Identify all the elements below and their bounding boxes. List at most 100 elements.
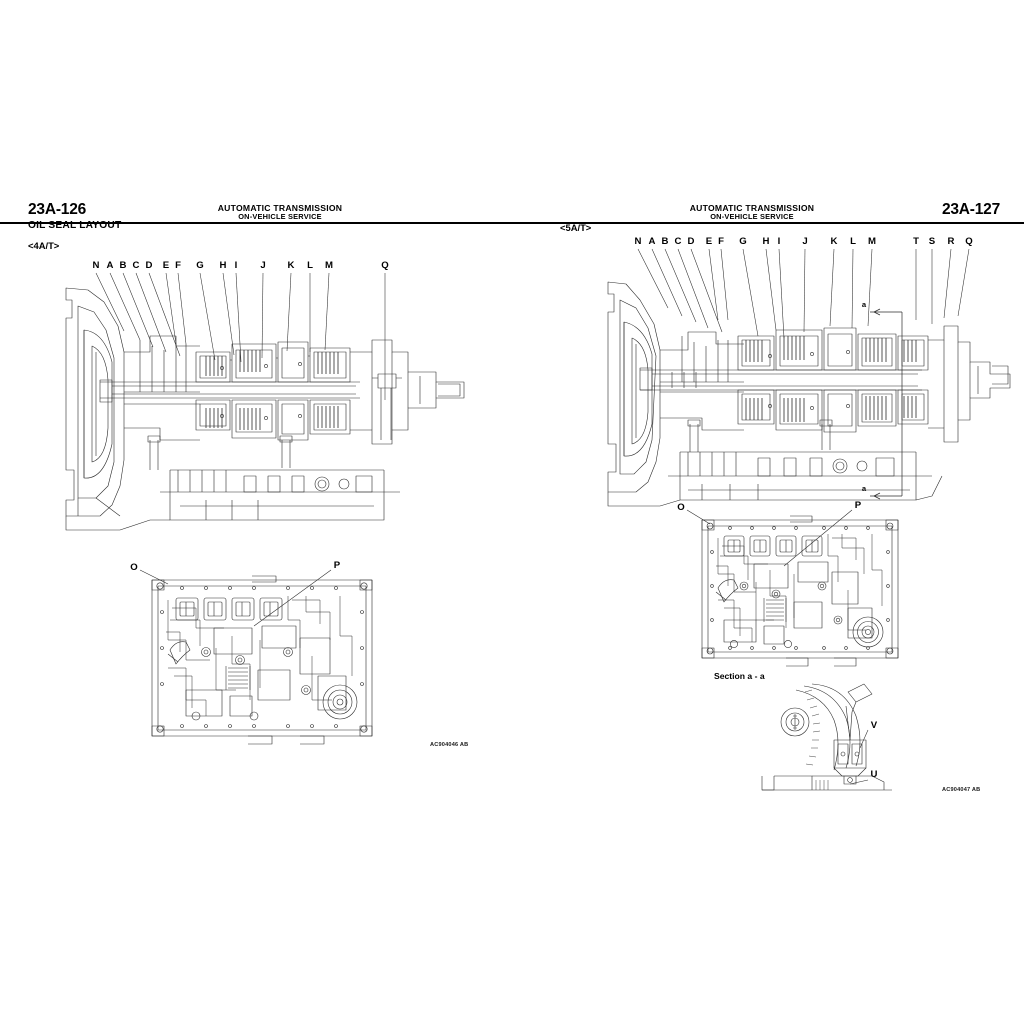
planetary-gearsets-upper (737, 327, 929, 371)
callout-A: A (106, 260, 114, 272)
callout-O: O (130, 562, 138, 574)
right-page-header: AUTOMATIC TRANSMISSION ON-VEHICLE SERVIC… (512, 190, 1024, 224)
callout-C: C (674, 236, 682, 248)
transmission-case-outline (65, 287, 125, 517)
callout-N: N (92, 260, 100, 272)
input-shaft (100, 381, 360, 399)
right-figure-id: AC904047 AB (942, 787, 981, 793)
accumulator (322, 684, 358, 720)
callout-T: T (913, 236, 919, 248)
check-valves (730, 581, 843, 648)
right-page-header-title: AUTOMATIC TRANSMISSION ON-VEHICLE SERVIC… (622, 204, 882, 221)
valve-body-assembly (139, 569, 373, 745)
callout-O: O (677, 502, 685, 514)
extension-housing (928, 325, 1011, 443)
left-page: 23A-126 AUTOMATIC TRANSMISSION ON-VEHICL… (0, 0, 512, 800)
callout-H: H (219, 260, 227, 272)
right-page: AUTOMATIC TRANSMISSION ON-VEHICLE SERVIC… (512, 0, 1024, 1024)
callout-E: E (162, 260, 170, 272)
right-header-line-1: AUTOMATIC TRANSMISSION (689, 203, 815, 214)
case-bolts (687, 419, 833, 452)
callout-I: I (777, 236, 781, 248)
left-header-line-1: AUTOMATIC TRANSMISSION (217, 203, 343, 214)
section-marker-a-bottom: a (861, 484, 867, 494)
transmission-bellhousing-detail (124, 335, 200, 441)
callout-F: F (175, 260, 181, 272)
q-target-detail (372, 373, 402, 440)
callout-V: V (870, 720, 878, 732)
callout-L: L (307, 260, 313, 272)
callout-I: I (234, 260, 238, 272)
left-page-header: 23A-126 AUTOMATIC TRANSMISSION ON-VEHICL… (0, 190, 512, 224)
callout-J: J (260, 260, 266, 272)
right-page-folio: 23A-127 (941, 201, 1000, 218)
callout-A: A (648, 236, 656, 248)
callout-M: M (868, 236, 876, 248)
spring-detail (763, 598, 787, 622)
valve-body-bolt-holes (160, 586, 364, 728)
valve-body-assembly (686, 509, 899, 667)
callout-H: H (762, 236, 770, 248)
callout-B: B (119, 260, 127, 272)
callout-G: G (739, 236, 747, 248)
leader-lines (95, 272, 386, 400)
left-variant-label: <4A/T> (28, 240, 60, 251)
spring-detail (225, 666, 251, 690)
callout-Q: Q (965, 236, 973, 248)
callout-U: U (870, 769, 878, 781)
oil-passages (716, 534, 883, 642)
right-transmission-diagram (512, 0, 1024, 820)
leader-lines (637, 248, 970, 339)
valve-body-bolt-holes (710, 526, 890, 650)
right-variant-label: <5A/T> (560, 222, 592, 233)
callout-R: R (947, 236, 955, 248)
callout-F: F (718, 236, 724, 248)
section-line-a-a (870, 308, 903, 500)
left-transmission-diagram (0, 0, 512, 800)
case-bolts (147, 435, 293, 470)
section-detail-label: Section a - a (714, 671, 765, 681)
left-page-folio: 23A-126 (28, 201, 87, 218)
planetary-gearsets-lower (737, 389, 929, 433)
callout-S: S (928, 236, 936, 248)
case-lower-flange (65, 497, 170, 531)
manual-valve-lever (715, 579, 739, 603)
callout-Q: Q (381, 260, 389, 272)
manual-valve-lever (167, 641, 191, 665)
left-figure-id: AC904046 AB (430, 742, 469, 748)
callout-E: E (705, 236, 713, 248)
planetary-gearsets-lower (195, 399, 351, 441)
callout-P: P (333, 560, 341, 572)
check-valves (191, 647, 311, 721)
planetary-gearsets-upper (195, 341, 351, 383)
callout-G: G (196, 260, 204, 272)
callout-D: D (145, 260, 153, 272)
callout-P: P (854, 500, 862, 512)
callout-K: K (287, 260, 295, 272)
callout-D: D (687, 236, 695, 248)
solenoid-row (175, 597, 283, 621)
callout-C: C (132, 260, 140, 272)
left-page-header-title: AUTOMATIC TRANSMISSION ON-VEHICLE SERVIC… (150, 204, 410, 221)
extension-housing (350, 339, 465, 445)
page-title: OIL SEAL LAYOUT (28, 220, 122, 231)
left-header-line-2: ON-VEHICLE SERVICE (238, 212, 322, 222)
transmission-case-outline (607, 281, 661, 493)
callout-J: J (802, 236, 808, 248)
oil-pan-upper-view (160, 469, 400, 521)
section-marker-a-top: a (861, 300, 867, 310)
valve-bores (185, 625, 347, 717)
right-header-line-2: ON-VEHICLE SERVICE (710, 212, 794, 222)
callout-K: K (830, 236, 838, 248)
section-a-a-detail (761, 683, 892, 791)
callout-B: B (661, 236, 669, 248)
pump-and-front-detail (660, 331, 744, 431)
valve-bores (723, 561, 873, 645)
oil-pan-region (607, 451, 943, 507)
callout-M: M (325, 260, 333, 272)
callout-N: N (634, 236, 642, 248)
right-header-rule (512, 221, 1024, 224)
callout-L: L (850, 236, 856, 248)
accumulator (852, 616, 884, 648)
left-header-rule (0, 221, 512, 224)
